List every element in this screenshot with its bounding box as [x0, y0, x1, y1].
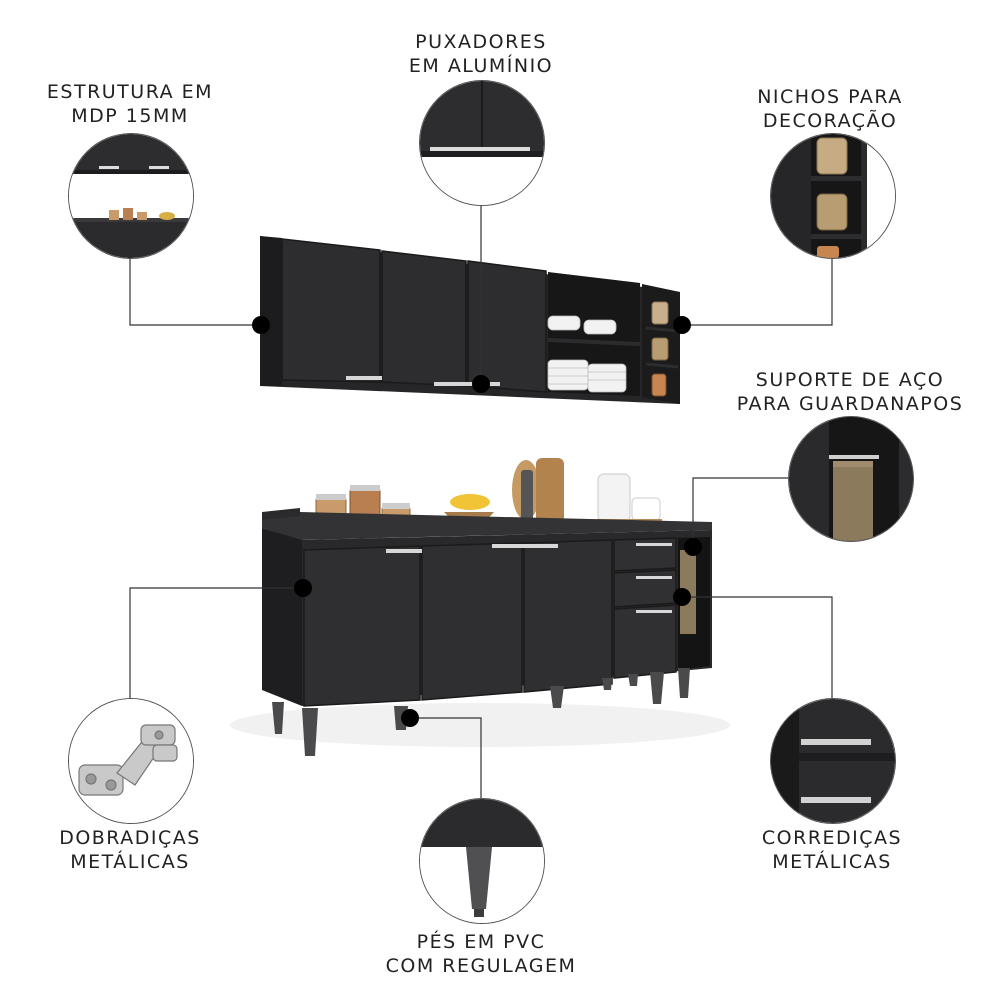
dot-hinges [294, 579, 312, 597]
countertop [262, 512, 712, 540]
jar-3 [651, 373, 667, 397]
lower-door-3 [523, 539, 613, 693]
leader-slides [682, 596, 833, 698]
lower-cabinet [262, 508, 712, 756]
drawer-handle-1 [636, 543, 672, 546]
label-structure-line2: MDP 15MM [71, 105, 189, 127]
upper-door-2 [381, 250, 467, 387]
dot-feet [401, 709, 419, 727]
upper-handle-2 [434, 382, 500, 386]
callout-handles [419, 80, 545, 206]
floor-shadow [230, 703, 730, 747]
upper-door-1 [281, 238, 381, 383]
lower-handle-1 [386, 549, 422, 553]
dot-handles [472, 375, 490, 393]
leader-feet [410, 717, 482, 798]
label-feet-line2: COM REGULAGEM [385, 955, 577, 977]
leader-hinges [129, 587, 303, 698]
drawer-handle-2 [636, 576, 672, 579]
callout-towel-rack [788, 416, 914, 542]
label-handles-line2: EM ALUMÍNIO [408, 55, 554, 77]
label-slides-line2: METÁLICAS [772, 851, 892, 873]
drawer-handle-3 [636, 610, 672, 613]
dot-niches [673, 316, 691, 334]
callout-feet [419, 798, 545, 924]
jar-2 [651, 337, 669, 361]
label-hinges-line1: DOBRADIÇAS [59, 827, 201, 849]
label-towel-rack-line1: SUPORTE DE AÇO [755, 369, 945, 391]
leader-structure [129, 258, 261, 326]
dishes [547, 315, 627, 393]
label-towel-rack: SUPORTE DE AÇO PARA GUARDANAPOS [735, 368, 965, 416]
upper-handle-1 [346, 376, 382, 380]
lower-door-1 [303, 545, 421, 707]
label-slides-line1: CORREDIÇAS [761, 827, 903, 849]
label-hinges: DOBRADIÇAS METÁLICAS [30, 826, 230, 874]
label-niches-line1: NICHOS PARA [757, 86, 903, 108]
lower-handle-2 [492, 544, 558, 548]
drawer-2 [613, 569, 677, 608]
label-structure-line1: ESTRUTURA EM [46, 81, 214, 103]
label-slides: CORREDIÇAS METÁLICAS [732, 826, 932, 874]
label-niches-line2: DECORAÇÃO [762, 110, 898, 132]
dot-slides [673, 588, 691, 606]
drawer-1 [613, 537, 677, 572]
leader-towel-rack [692, 477, 788, 547]
label-feet-line1: PÉS EM PVC [416, 931, 546, 953]
upper-door-3 [467, 260, 547, 393]
label-handles: PUXADORES EM ALUMÍNIO [381, 30, 581, 78]
label-feet: PÉS EM PVC COM REGULAGEM [371, 930, 591, 978]
label-hinges-line2: METÁLICAS [70, 851, 190, 873]
callout-structure [68, 133, 194, 259]
callout-hinges [68, 698, 194, 824]
leader-lines [129, 203, 833, 798]
label-niches: NICHOS PARA DECORAÇÃO [730, 85, 930, 133]
leader-niches [682, 258, 833, 326]
label-handles-line1: PUXADORES [415, 31, 547, 53]
drawer-3 [613, 604, 677, 679]
label-structure: ESTRUTURA EM MDP 15MM [30, 80, 230, 128]
upper-cabinet [260, 236, 680, 404]
callout-niches [770, 133, 896, 259]
label-towel-rack-line2: PARA GUARDANAPOS [736, 393, 964, 415]
dot-structure [252, 316, 270, 334]
lower-door-2 [421, 542, 523, 701]
callout-slides [770, 698, 896, 824]
dot-towel-rack [684, 538, 702, 556]
feature-dots [252, 316, 702, 727]
jar-1 [651, 301, 669, 325]
